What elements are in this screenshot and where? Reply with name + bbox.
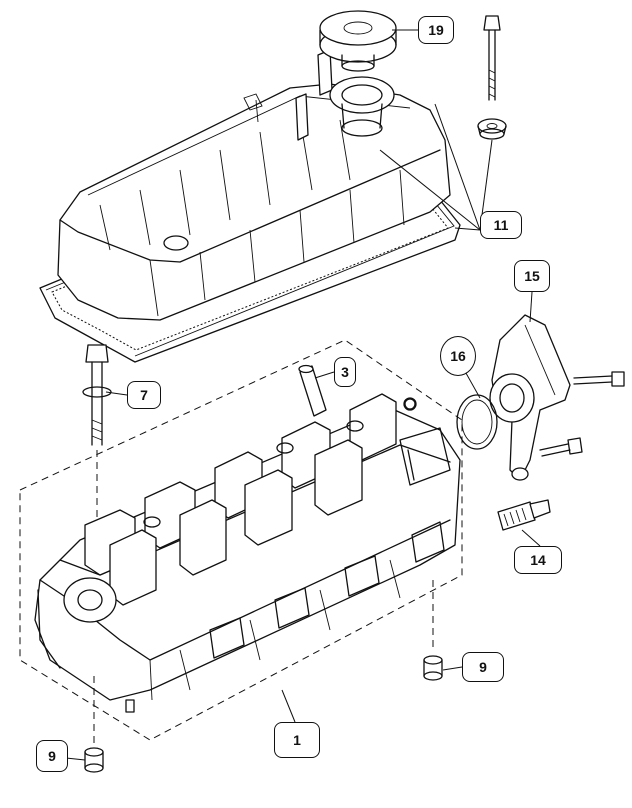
housing-bolt-upper xyxy=(573,371,625,387)
cylinder-head xyxy=(34,393,461,701)
callout-dowel-right: 9 xyxy=(462,652,504,682)
callout-gasket: 11 xyxy=(480,211,522,239)
bore-plug xyxy=(298,364,327,417)
dowel-pin-left xyxy=(84,747,104,773)
callout-head: 1 xyxy=(274,722,320,758)
breather-tube-short xyxy=(295,93,309,141)
valve-cover xyxy=(57,83,451,321)
housing-bolt-lower xyxy=(539,437,583,457)
callout-dowel-left: 9 xyxy=(36,740,68,772)
dowel-pin-right xyxy=(423,655,443,681)
assembly-boundary xyxy=(19,339,463,741)
cover-grommet xyxy=(477,118,507,140)
callout-oil-cap: 19 xyxy=(418,16,454,44)
callout-head-bolt: 7 xyxy=(127,381,161,409)
head-bolt xyxy=(82,344,112,446)
callout-plug: 3 xyxy=(334,357,356,387)
callout-spark-plug: 14 xyxy=(514,546,562,574)
thermostat-housing xyxy=(489,314,571,481)
head-dowel-hole xyxy=(404,398,416,410)
cover-bolt xyxy=(483,15,501,101)
callout-housing: 15 xyxy=(514,260,550,292)
callout-o-ring: 16 xyxy=(440,336,476,376)
thermostat-o-ring xyxy=(456,394,498,450)
oil-filler-neck xyxy=(329,76,395,137)
oil-filler-cap xyxy=(319,10,397,72)
small-stud xyxy=(125,699,135,713)
leader-lines xyxy=(65,29,541,761)
spark-plug xyxy=(497,499,551,531)
